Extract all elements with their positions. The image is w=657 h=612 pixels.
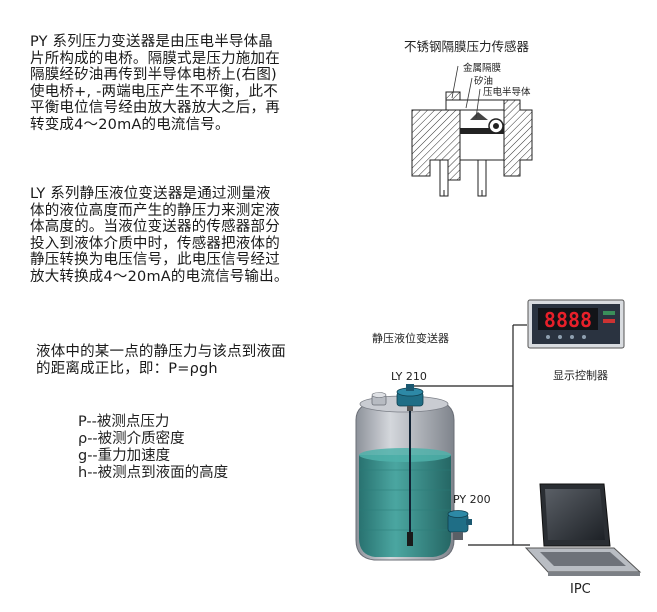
storage-tank (355, 392, 455, 561)
formula-legend: P--被测点压力 ρ--被测介质密度 g--重力加速度 h--被测点到液面的高度 (78, 414, 228, 482)
text-line: 转变成4～20mA的电流信号。 (30, 116, 230, 133)
label-ly210: LY 210 (391, 370, 427, 383)
text-line: 液体中的某一点的静压力与该点到液面 (36, 344, 286, 360)
label-py200: PY 200 (453, 493, 491, 506)
annotation-silicone-oil: 矽油 (474, 76, 494, 87)
py200-transmitter-icon (447, 510, 472, 540)
display-readout: 8888 (544, 308, 592, 332)
text-line: 体高度的。当液位变送器的传感器部分 (30, 219, 280, 235)
paragraph-ly-series: LY 系列静压液位变送器是通过测量液 体的液位高度而产生的静压力来测定液 体高度… (30, 186, 289, 285)
text-line: 片所构成的电桥。隔膜式是压力施加在 (30, 50, 280, 67)
text-line: LY 系列静压液位变送器是通过测量液 (30, 186, 271, 202)
signal-wiring (413, 324, 530, 546)
text-line: 静压转换为电压信号，此电压信号经过 (30, 252, 280, 268)
paragraph-formula: 液体中的某一点的静压力与该点到液面 的距离成正比，即：P=ρgh (36, 344, 286, 377)
label-display-controller: 显示控制器 (553, 369, 608, 382)
label-ipc: IPC (570, 582, 591, 597)
text-line: 隔膜经矽油再传到半导体电桥上(右图) (30, 67, 277, 83)
ly210-transmitter-icon (396, 384, 424, 411)
legend-item-p: P--被测点压力 (78, 414, 170, 430)
text-line: 投入到液体介质中时，传感器把液体的 (30, 235, 280, 252)
text-line: 体的液位高度而产生的静压力来测定液 (30, 202, 280, 219)
sensor-diagram-title: 不锈钢隔膜压力传感器 (404, 39, 530, 54)
text-line: 的距离成正比，即：P=ρgh (36, 360, 218, 377)
paragraph-py-series: PY 系列压力变送器是由压电半导体晶 片所构成的电桥。隔膜式是压力施加在 隔膜经… (30, 34, 280, 133)
display-controller-icon: 8888 (527, 299, 625, 349)
ipc-laptop-icon (524, 483, 642, 576)
legend-item-g: g--重力加速度 (78, 448, 171, 464)
pressure-sensor-cross-section (411, 65, 533, 197)
text-line: 放大转换成4～20mA的电流信号输出。 (30, 268, 289, 285)
text-line: 平衡电位信号经由放大器放大之后，再 (30, 100, 280, 116)
text-line: PY 系列压力变送器是由压电半导体晶 (30, 34, 273, 50)
annotation-semiconductor: 压电半导体 (483, 87, 531, 98)
annotation-metal-membrane: 金属隔膜 (463, 63, 502, 74)
level-transmitter-title: 静压液位变送器 (372, 332, 449, 345)
text-line: 使电桥+, -两端电压产生不平衡，此不 (30, 83, 278, 100)
legend-item-rho: ρ--被测介质密度 (78, 431, 185, 447)
legend-item-h: h--被测点到液面的高度 (78, 465, 229, 481)
